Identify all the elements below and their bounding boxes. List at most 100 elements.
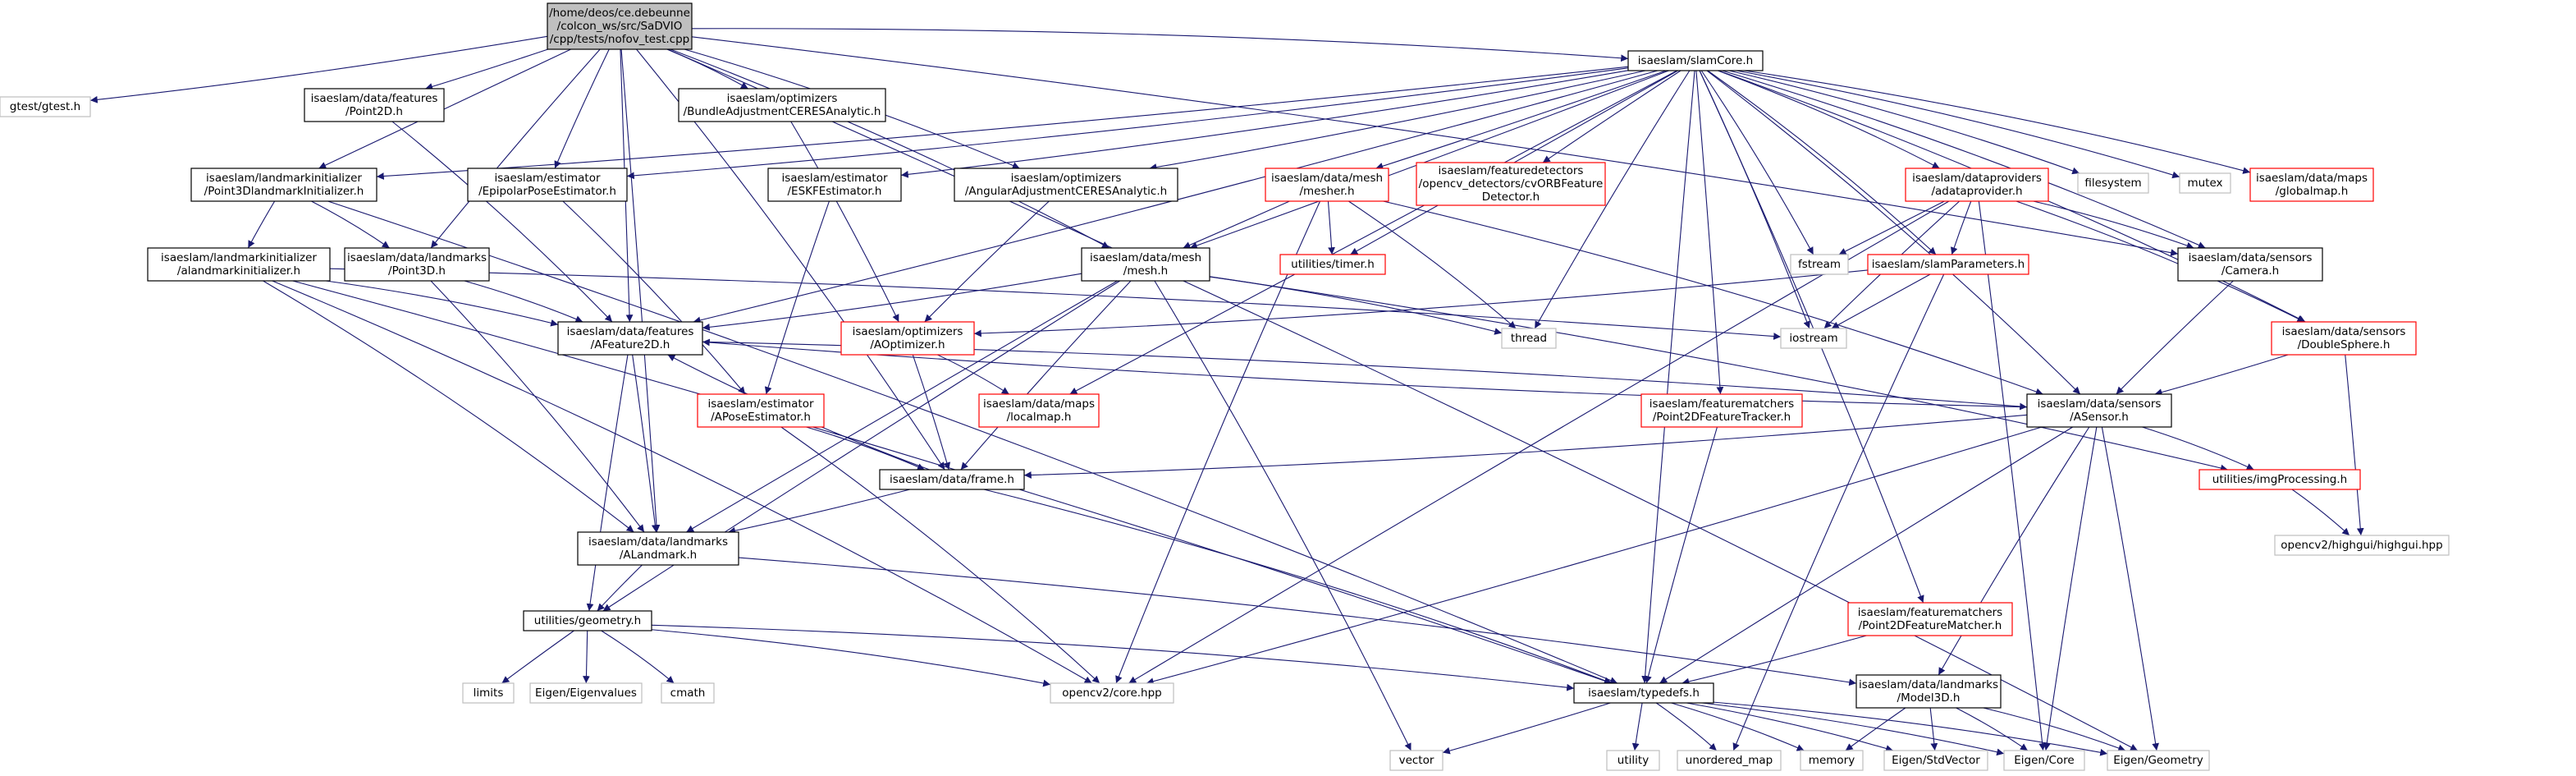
edge-slamcore-to-orbdet: [1542, 70, 1681, 163]
node-box: [462, 682, 515, 704]
node-point3d[interactable]: isaeslam/data/landmarks/Point3D.h: [344, 247, 490, 282]
node-label-line: /cpp/tests/nofov_test.cpp: [550, 33, 690, 46]
node-globalmap[interactable]: isaeslam/data/maps/globalmap.h: [2249, 168, 2374, 202]
node-p2dtracker[interactable]: isaeslam/featurematchers/Point2DFeatureT…: [1640, 393, 1803, 428]
node-epipolar[interactable]: isaeslam/estimator/EpipolarPoseEstimator…: [467, 168, 628, 202]
node-box: [1265, 168, 1389, 202]
node-p2dmatcher[interactable]: isaeslam/featurematchers/Point2DFeatureM…: [1847, 602, 2013, 636]
node-label-line: isaeslam/data/landmarks: [1859, 678, 1998, 691]
node-label-line: limits: [474, 686, 504, 700]
dependency-edges: [89, 28, 2364, 756]
node-aoptimizer[interactable]: isaeslam/optimizers/AOptimizer.h: [840, 321, 975, 356]
edge-geometry-to-eigvals: [583, 630, 590, 684]
node-label-line: /mesh.h: [1123, 264, 1168, 278]
edge-adataprov-to-eigcore: [1978, 200, 2047, 751]
node-label-line: /globalmap.h: [2276, 185, 2349, 198]
edge-geometry-to-limits: [501, 630, 574, 684]
node-typedefs[interactable]: isaeslam/typedefs.h: [1573, 682, 1714, 704]
node-alandmark[interactable]: isaeslam/data/landmarks/ALandmark.h: [577, 531, 739, 566]
edge-root-to-epipolar: [554, 48, 610, 169]
node-label-line: isaeslam/data/features: [311, 92, 438, 105]
node-meshh[interactable]: isaeslam/data/mesh/mesh.h: [1081, 247, 1210, 282]
edge-asensor-to-frame: [1023, 414, 2028, 479]
edge-p3dinit-to-point3d: [311, 200, 390, 249]
edge-adataprov-to-cvcore: [1128, 200, 1950, 684]
node-label-line: isaeslam/landmarkinitializer: [206, 172, 362, 185]
node-point2d[interactable]: isaeslam/data/features/Point2D.h: [304, 88, 445, 122]
node-aposeest[interactable]: isaeslam/estimator/APoseEstimator.h: [697, 393, 825, 428]
node-label-line: /alandmarkinitializer.h: [177, 264, 300, 278]
node-label-line: /home/deos/ce.debeunne: [549, 7, 690, 20]
node-label-line: isaeslam/data/landmarks: [588, 535, 728, 549]
edge-geometry-to-cvcore: [651, 629, 1051, 687]
node-imgproc[interactable]: utilities/imgProcessing.h: [2199, 469, 2361, 490]
node-box: [1416, 162, 1606, 206]
node-label-line: /mesher.h: [1299, 185, 1354, 198]
node-frame[interactable]: isaeslam/data/frame.h: [879, 469, 1025, 490]
node-angular[interactable]: isaeslam/optimizers/AngularAdjustmentCER…: [954, 168, 1178, 202]
edge-asensor-to-imgproc: [2142, 426, 2254, 471]
node-label-line: isaeslam/optimizers: [853, 325, 963, 338]
edge-root-to-bacere: [666, 48, 749, 90]
node-alandinit[interactable]: isaeslam/landmarkinitializer/alandmarkin…: [147, 247, 331, 282]
node-box: [1279, 254, 1386, 275]
node-orbdet[interactable]: isaeslam/featuredetectors/opencv_detecto…: [1416, 162, 1606, 206]
node-label-line: fstream: [1798, 258, 1841, 271]
edge-slamcore-to-filesystem: [1728, 70, 2080, 175]
node-filesystem: filesystem: [2077, 172, 2149, 194]
edge-asensor-to-model3d: [1938, 426, 2090, 676]
node-cmath: cmath: [661, 682, 715, 704]
node-vector: vector: [1389, 750, 1444, 771]
node-mesher[interactable]: isaeslam/data/mesh/mesher.h: [1265, 168, 1389, 202]
node-label-line: mutex: [2187, 177, 2222, 190]
edge-frame-to-alandmark: [728, 489, 910, 535]
node-label-line: /opencv_detectors/cvORBFeature: [1419, 177, 1604, 191]
edge-mesher-to-asensor: [1383, 200, 2043, 396]
node-label-line: /Point3D.h: [388, 264, 446, 278]
node-timer[interactable]: utilities/timer.h: [1279, 254, 1386, 275]
node-box: [840, 321, 975, 356]
node-p3dinit[interactable]: isaeslam/landmarkinitializer/Point3Dland…: [190, 168, 377, 202]
node-localmap[interactable]: isaeslam/data/maps/localmap.h: [978, 393, 1100, 428]
node-model3d[interactable]: isaeslam/data/landmarks/Model3D.h: [1855, 674, 2002, 709]
edge-root-to-meshh: [670, 48, 1110, 249]
node-box: [1905, 168, 2049, 202]
node-doublesphere[interactable]: isaeslam/data/sensors/DoubleSphere.h: [2271, 321, 2417, 356]
node-asensor[interactable]: isaeslam/data/sensors/ASensor.h: [2026, 393, 2172, 428]
node-label-line: utility: [1617, 754, 1649, 767]
node-box: [767, 168, 902, 202]
node-eskf[interactable]: isaeslam/estimator/ESKFEstimator.h: [767, 168, 902, 202]
node-eigvals: Eigen/Eigenvalues: [529, 682, 643, 704]
node-bacere[interactable]: isaeslam/optimizers/BundleAdjustmentCERE…: [678, 88, 886, 122]
edge-root-to-eiggeom: [667, 48, 2139, 751]
node-geometry[interactable]: utilities/geometry.h: [523, 610, 652, 631]
edge-aoptimizer-to-localmap: [937, 354, 1009, 395]
edge-slamparams-to-aoptimizer: [973, 269, 1869, 337]
node-gtest: gtest/gtest.h: [0, 96, 91, 117]
node-label-line: isaeslam/typedefs.h: [1588, 686, 1700, 700]
edge-aoptimizer-to-frame: [912, 354, 951, 471]
node-highgui: opencv2/highgui/highgui.hpp: [2274, 535, 2450, 556]
node-label-line: isaeslam/slamParameters.h: [1872, 258, 2025, 271]
edge-typedefs-to-memory: [1671, 702, 1805, 751]
node-box: [1627, 50, 1764, 71]
edge-geometry-to-cmath: [601, 630, 675, 684]
node-umap: unordered_map: [1677, 750, 1782, 771]
node-root[interactable]: /home/deos/ce.debeunne/colcon_ws/src/SaD…: [547, 2, 693, 50]
node-box: [147, 247, 331, 282]
edge-adataprov-to-doublesphere: [2016, 200, 2305, 323]
node-label-line: isaeslam/data/maps: [983, 397, 1095, 411]
node-camera[interactable]: isaeslam/data/sensors/Camera.h: [2177, 247, 2323, 282]
edge-alandmark-to-geometry: [597, 564, 643, 612]
edge-meshh-to-afeature2d: [702, 273, 1082, 331]
edge-doublesphere-to-highgui: [2345, 354, 2364, 536]
edge-slamcore-to-globalmap: [1744, 70, 2251, 174]
edge-asensor-to-afeature2d: [702, 338, 2028, 408]
node-limits: limits: [462, 682, 515, 704]
node-adataprov[interactable]: isaeslam/dataproviders/adataprovider.h: [1905, 168, 2049, 202]
edge-camera-to-asensor: [2116, 280, 2234, 395]
node-box: [0, 96, 91, 117]
node-slamcore[interactable]: isaeslam/slamCore.h: [1627, 50, 1764, 71]
node-afeature2d[interactable]: isaeslam/data/features/AFeature2D.h: [557, 321, 703, 356]
node-slamparams[interactable]: isaeslam/slamParameters.h: [1867, 254, 2029, 275]
